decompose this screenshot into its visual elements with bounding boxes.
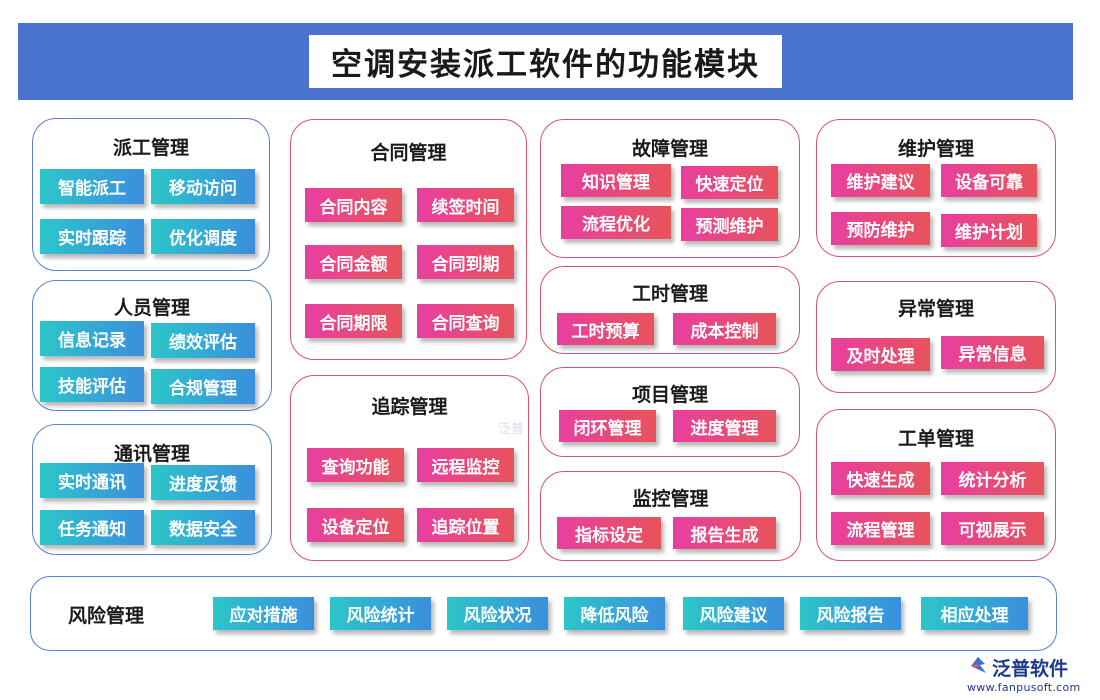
item-chip: 流程管理 [831, 512, 930, 545]
logo-url: www.fanpusoft.com [967, 681, 1081, 694]
item-chip: 流程优化 [561, 206, 671, 239]
item-chip: 及时处理 [831, 338, 930, 371]
group-title: 合同管理 [370, 142, 447, 164]
item-chip: 绩效评估 [151, 323, 255, 358]
item-chip: 合同内容 [305, 188, 402, 222]
group-title: 工单管理 [897, 428, 974, 450]
page-title: 空调安装派工软件的功能模块 [309, 35, 782, 88]
group-title: 追踪管理 [371, 396, 448, 418]
group-title: 派工管理 [112, 137, 189, 159]
title-banner: 空调安装派工软件的功能模块 [18, 23, 1073, 100]
group-title: 维护管理 [897, 138, 974, 160]
group-personnel: 人员管理 信息记录 绩效评估 技能评估 合规管理 [32, 280, 272, 411]
item-chip: 快速生成 [831, 462, 930, 495]
risk-title: 风险管理 [68, 605, 145, 627]
item-chip: 进度反馈 [151, 465, 255, 500]
item-chip: 进度管理 [673, 410, 776, 442]
fanpu-logo-icon [971, 657, 986, 673]
item-chip: 实时通讯 [40, 463, 144, 498]
group-dispatch: 派工管理 智能派工 移动访问 实时跟踪 优化调度 [32, 118, 270, 271]
group-communication: 通讯管理 实时通讯 进度反馈 任务通知 数据安全 [32, 424, 272, 555]
group-contract: 合同管理 合同内容 续签时间 合同金额 合同到期 合同期限 合同查询 [290, 119, 527, 360]
item-chip: 预防维护 [831, 212, 930, 245]
watermark: 泛普 [498, 422, 525, 437]
item-chip: 预测维护 [681, 208, 778, 241]
item-chip: 合规管理 [151, 369, 255, 404]
item-chip: 合同到期 [417, 245, 514, 279]
item-chip: 知识管理 [561, 164, 671, 197]
group-title: 项目管理 [631, 384, 708, 406]
risk-chip: 风险状况 [447, 597, 548, 630]
item-chip: 续签时间 [417, 188, 514, 222]
item-chip: 设备可靠 [941, 164, 1037, 197]
item-chip: 快速定位 [681, 166, 778, 199]
group-tracking: 追踪管理 查询功能 远程监控 设备定位 追踪位置 [290, 375, 529, 561]
item-chip: 查询功能 [307, 448, 404, 482]
group-title: 异常管理 [897, 298, 974, 320]
item-chip: 移动访问 [151, 169, 255, 204]
risk-chip: 应对措施 [213, 597, 314, 630]
group-project: 项目管理 闭环管理 进度管理 [540, 367, 800, 457]
group-title: 故障管理 [631, 138, 708, 160]
item-chip: 追踪位置 [417, 508, 514, 542]
item-chip: 可视展示 [941, 512, 1044, 545]
brand-logo: 泛普软件 www.fanpusoft.com [967, 654, 1097, 698]
item-chip: 任务通知 [40, 510, 144, 545]
risk-chip: 风险统计 [330, 597, 431, 630]
item-chip: 优化调度 [151, 219, 255, 254]
item-chip: 信息记录 [40, 321, 144, 356]
item-chip: 维护建议 [831, 164, 930, 197]
group-fault: 故障管理 知识管理 快速定位 流程优化 预测维护 [540, 119, 800, 258]
item-chip: 技能评估 [40, 367, 144, 402]
risk-chip: 相应处理 [921, 597, 1028, 630]
item-chip: 合同金额 [305, 245, 402, 279]
item-chip: 成本控制 [673, 313, 776, 345]
item-chip: 实时跟踪 [40, 219, 144, 254]
group-maintenance: 维护管理 维护建议 设备可靠 预防维护 维护计划 [816, 119, 1056, 257]
group-title: 工时管理 [631, 283, 708, 305]
group-exception: 异常管理 及时处理 异常信息 [816, 281, 1056, 393]
item-chip: 设备定位 [307, 508, 404, 542]
item-chip: 数据安全 [151, 510, 255, 545]
group-workorder: 工单管理 快速生成 统计分析 流程管理 可视展示 [816, 409, 1056, 561]
item-chip: 统计分析 [941, 462, 1044, 495]
item-chip: 报告生成 [673, 517, 776, 549]
item-chip: 合同期限 [305, 304, 402, 338]
group-title: 监控管理 [632, 488, 709, 510]
risk-chip: 风险建议 [683, 597, 784, 630]
item-chip: 合同查询 [417, 304, 514, 338]
risk-chip: 降低风险 [564, 597, 665, 630]
group-monitor: 监控管理 指标设定 报告生成 [540, 471, 801, 561]
item-chip: 异常信息 [941, 336, 1044, 369]
risk-chip: 风险报告 [800, 597, 901, 630]
logo-name: 泛普软件 [992, 658, 1069, 680]
item-chip: 维护计划 [941, 214, 1037, 247]
group-title: 人员管理 [113, 297, 190, 319]
item-chip: 智能派工 [40, 169, 144, 204]
item-chip: 远程监控 [417, 448, 514, 482]
item-chip: 闭环管理 [559, 410, 656, 442]
item-chip: 工时预算 [557, 313, 654, 345]
group-worktime: 工时管理 工时预算 成本控制 [540, 266, 800, 354]
group-title: 通讯管理 [113, 443, 190, 465]
item-chip: 指标设定 [557, 517, 661, 549]
